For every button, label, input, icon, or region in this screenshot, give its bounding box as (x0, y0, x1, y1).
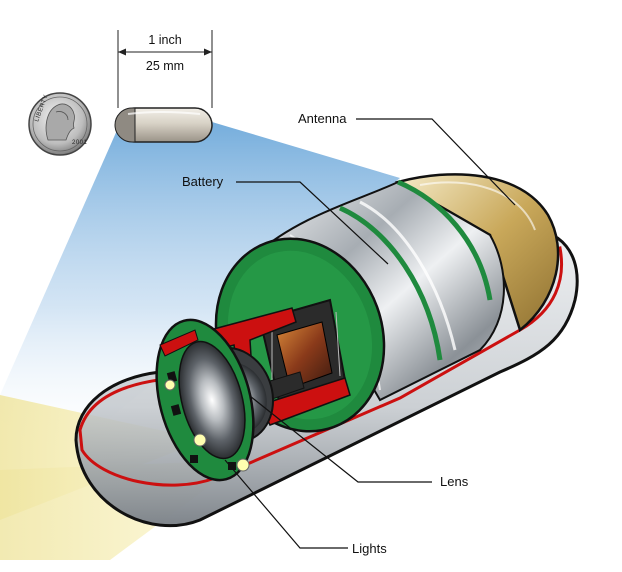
dime-coin: LIBERTY 2001 (28, 92, 92, 156)
label-antenna: Antenna (298, 111, 347, 126)
led-board (155, 318, 255, 482)
scale-imperial-label: 1 inch (148, 33, 181, 47)
lens-leader (249, 395, 432, 483)
callout-lines (224, 118, 516, 549)
actual-size-pill (114, 107, 213, 143)
scale-metric-label: 25 mm (146, 59, 184, 73)
label-lights: Lights (352, 541, 387, 556)
label-battery: Battery (182, 174, 224, 189)
shell-cut-edge (78, 246, 564, 487)
scale-projection-beam (0, 122, 400, 460)
scale-dimension: 1 inch 25 mm (117, 30, 213, 108)
battery-leader (236, 181, 389, 265)
lights (164, 379, 250, 472)
lights-leader (224, 459, 348, 549)
label-lens: Lens (440, 474, 469, 489)
antenna-leader (356, 118, 516, 206)
antenna-cap (394, 173, 560, 333)
coin-year: 2001 (72, 140, 88, 146)
